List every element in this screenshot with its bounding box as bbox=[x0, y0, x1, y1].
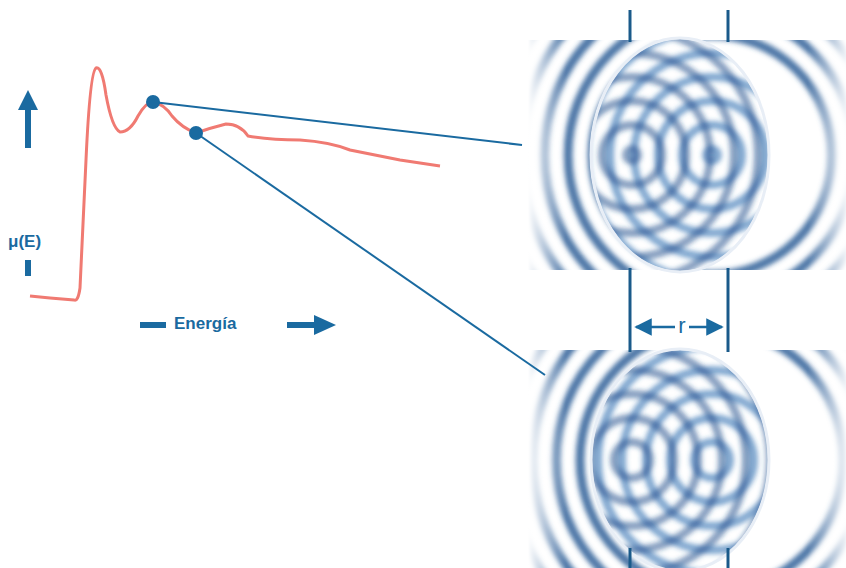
axis-arrow bbox=[287, 322, 318, 328]
wave-ring bbox=[526, 274, 846, 568]
outgoing-wave bbox=[528, 350, 846, 568]
axis-arrow bbox=[25, 106, 31, 148]
wave-ring bbox=[502, 250, 846, 568]
wave-ring bbox=[528, 40, 846, 270]
fade bbox=[528, 40, 846, 270]
absorption-spectrum bbox=[30, 68, 440, 300]
spectrum-point bbox=[146, 95, 160, 109]
wave-picture bbox=[434, 0, 846, 371]
wave-ring bbox=[514, 0, 846, 353]
axis-dash bbox=[25, 260, 31, 276]
distance-marker bbox=[630, 10, 728, 568]
wave-picture bbox=[422, 232, 846, 568]
spectrum-point bbox=[189, 126, 203, 140]
interference-pattern bbox=[422, 250, 846, 568]
outgoing-wave bbox=[528, 40, 846, 270]
axis-arrow-head bbox=[314, 315, 336, 335]
wave-ring bbox=[528, 350, 846, 568]
axis-arrow-head bbox=[18, 90, 38, 110]
wave-ring bbox=[528, 40, 846, 270]
leader-line bbox=[196, 133, 545, 375]
axis-dash bbox=[140, 322, 166, 328]
wave-ring bbox=[528, 350, 846, 568]
interference-pattern bbox=[434, 0, 846, 353]
axis-label: Energía bbox=[174, 314, 236, 334]
distance-label: r bbox=[675, 315, 688, 337]
fade bbox=[528, 350, 846, 568]
leader-line bbox=[153, 102, 522, 145]
axis-label: μ(E) bbox=[8, 232, 41, 252]
